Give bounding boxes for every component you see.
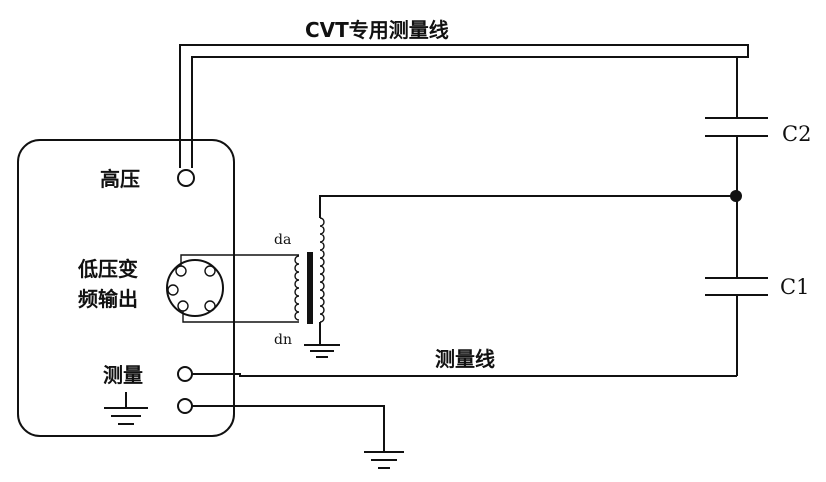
measure-cable-label: 测量线	[435, 347, 495, 371]
connector-pin-5	[204, 300, 216, 312]
lv-output-connector	[166, 259, 224, 317]
cvt-cable-label: CVT专用测量线	[305, 18, 449, 42]
dn-wire	[182, 311, 299, 323]
secondary-to-junction-wire	[319, 195, 736, 218]
connector-pin-4	[177, 300, 189, 312]
high-voltage-terminal	[177, 169, 195, 187]
c1-label: C1	[780, 275, 809, 299]
connector-pin-3	[167, 284, 179, 296]
connector-pin-2	[204, 265, 216, 277]
measure-terminal	[177, 366, 193, 382]
high-voltage-label: 高压	[100, 167, 140, 191]
lv-output-label-line1: 低压变	[77, 257, 138, 281]
measure-cable	[192, 373, 737, 377]
secondary-winding	[319, 217, 325, 323]
da-label: da	[274, 232, 291, 248]
primary-winding	[294, 255, 300, 321]
cvt-special-cable	[179, 44, 749, 168]
ground-wire	[192, 405, 385, 452]
c2-label: C2	[782, 122, 811, 146]
lv-output-label-line2: 频输出	[78, 287, 138, 311]
ground-terminal	[177, 398, 193, 414]
transformer-core	[307, 252, 313, 324]
measure-port-label: 测量	[103, 363, 143, 387]
da-wire	[180, 254, 299, 266]
instrument-box	[17, 139, 235, 437]
dn-label: dn	[274, 332, 292, 348]
connector-pin-1	[175, 265, 187, 277]
